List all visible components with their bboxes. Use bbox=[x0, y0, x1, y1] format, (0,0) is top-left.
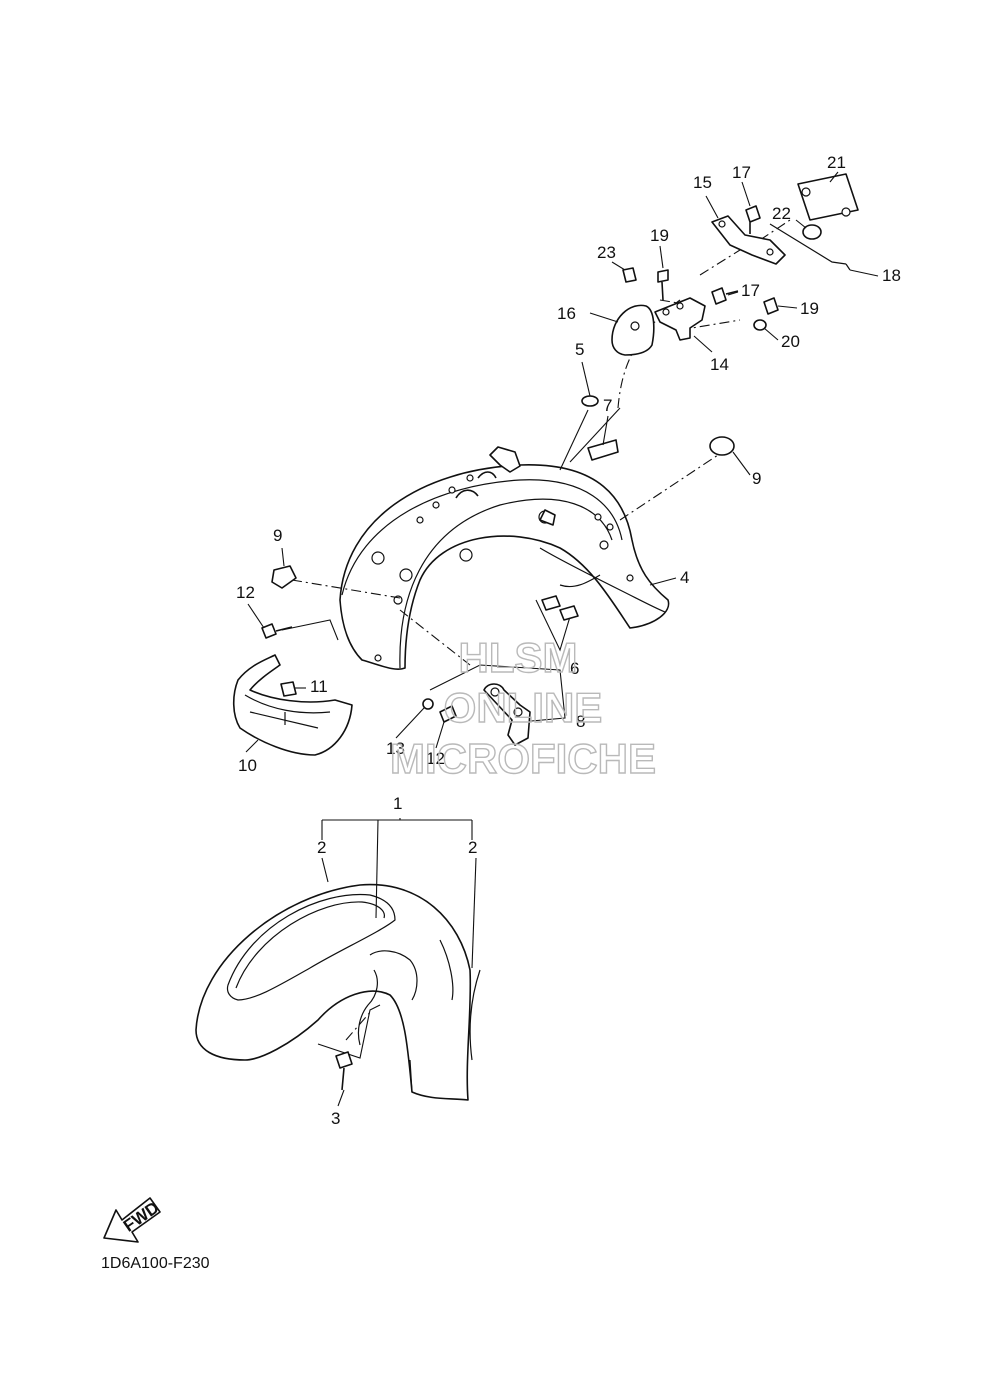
callout-19-right: 19 bbox=[800, 299, 819, 318]
part-6-pad-a bbox=[541, 595, 561, 611]
callout-18: 18 bbox=[882, 266, 901, 285]
part-19-bolt-upper bbox=[657, 269, 669, 301]
front-fender-leaders bbox=[317, 818, 477, 1059]
callout-7: 7 bbox=[603, 396, 612, 415]
part-14-bracket bbox=[654, 297, 706, 341]
part-15-bracket bbox=[711, 215, 786, 265]
callout-10: 10 bbox=[238, 756, 257, 775]
callout-15: 15 bbox=[693, 173, 712, 192]
part-23-nut bbox=[622, 267, 637, 283]
callout-9-right: 9 bbox=[752, 469, 761, 488]
part-12-bolt-lower bbox=[439, 705, 457, 723]
part-3-bolt bbox=[335, 1051, 353, 1091]
watermark-line-2: ONLINE bbox=[444, 684, 603, 731]
fwd-direction-arrow: FWD bbox=[103, 1197, 163, 1243]
callout-12-left: 12 bbox=[236, 583, 255, 602]
callout-11: 11 bbox=[310, 677, 328, 696]
callout-6: 6 bbox=[570, 659, 579, 678]
callout-23: 23 bbox=[597, 243, 616, 262]
part-17-bolt-upper bbox=[745, 205, 761, 234]
callout-16: 16 bbox=[557, 304, 576, 323]
callout-21: 21 bbox=[827, 153, 846, 172]
rear-fender-4 bbox=[339, 446, 670, 670]
part-9-grommet-right bbox=[709, 436, 735, 456]
callout-19-upper: 19 bbox=[650, 226, 669, 245]
part-21-plate bbox=[797, 173, 859, 221]
callout-22: 22 bbox=[772, 204, 791, 223]
part-22-grommet bbox=[802, 224, 822, 240]
callout-13: 13 bbox=[386, 739, 405, 758]
callout-2-left: 2 bbox=[317, 838, 326, 857]
part-16-cover bbox=[611, 304, 655, 356]
callout-leaders bbox=[245, 171, 879, 1107]
part-17-bolt-lower bbox=[711, 287, 739, 305]
part-9-grommet-left bbox=[271, 565, 297, 589]
part-6-pad-b bbox=[559, 605, 579, 621]
callout-20: 20 bbox=[781, 332, 800, 351]
callout-1: 1 bbox=[393, 794, 402, 813]
part-11-clip bbox=[280, 681, 297, 697]
part-18-strap bbox=[769, 223, 851, 271]
callout-5: 5 bbox=[575, 340, 584, 359]
part-13-washer bbox=[422, 698, 434, 710]
part-5-washer bbox=[581, 395, 599, 407]
watermark: HLSM ONLINE MICROFICHE bbox=[389, 633, 656, 782]
callout-12-lower: 12 bbox=[426, 749, 445, 768]
part-20-washer bbox=[753, 319, 767, 331]
watermark-line-1: HLSM bbox=[459, 634, 578, 681]
callout-3: 3 bbox=[331, 1109, 340, 1128]
part-12-bolt-left bbox=[261, 623, 293, 639]
callout-9-left: 9 bbox=[273, 526, 282, 545]
part-8-bracket bbox=[483, 683, 531, 746]
fender-mounting-holes bbox=[371, 474, 634, 662]
front-fender-1 bbox=[195, 883, 481, 1101]
fwd-arrow-label: FWD bbox=[120, 1198, 163, 1236]
callout-8: 8 bbox=[576, 712, 585, 731]
diagram-code: 1D6A100-F230 bbox=[101, 1255, 210, 1272]
callout-17-lower: 17 bbox=[741, 281, 760, 300]
callout-17-upper: 17 bbox=[732, 163, 751, 182]
part-10-tail-cover bbox=[232, 654, 353, 756]
callout-4: 4 bbox=[680, 568, 689, 587]
callout-2-right: 2 bbox=[468, 838, 477, 857]
callout-labels: 1 2 2 3 4 5 6 7 8 9 9 10 11 12 12 13 14 … bbox=[236, 153, 901, 1128]
part-7-pad bbox=[587, 439, 619, 461]
watermark-line-3: MICROFICHE bbox=[390, 735, 656, 782]
part-19-bolt-right bbox=[763, 297, 779, 315]
callout-14: 14 bbox=[710, 355, 729, 374]
